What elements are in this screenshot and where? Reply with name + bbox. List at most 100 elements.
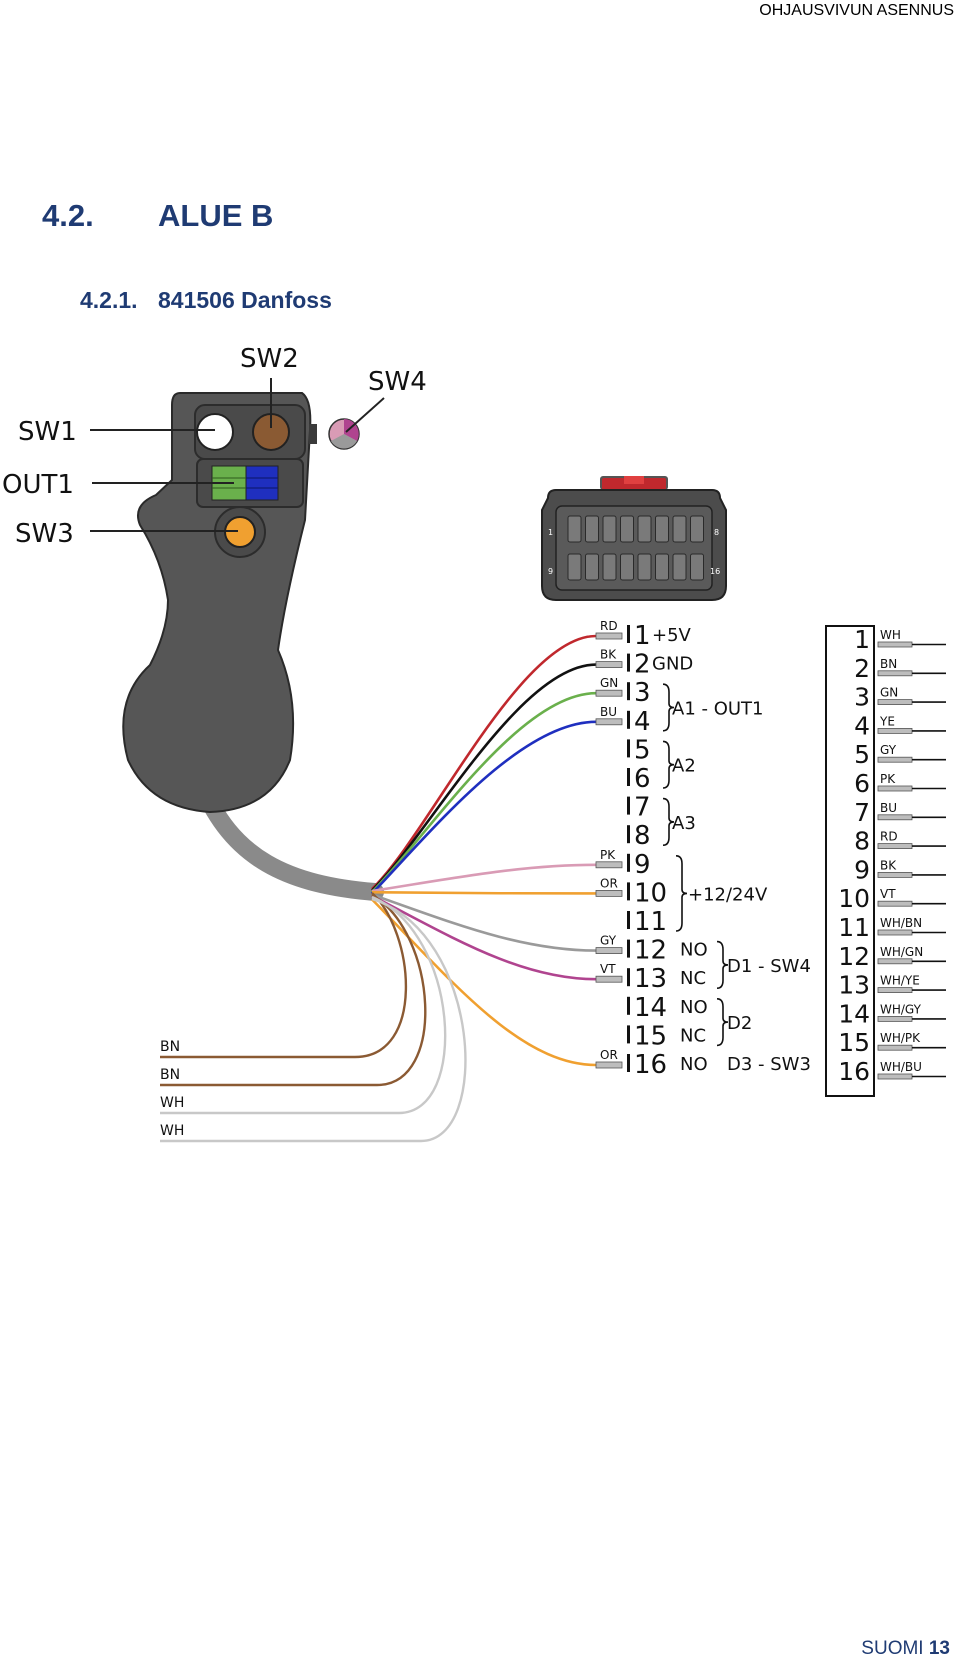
sw1-label: SW1	[18, 417, 77, 447]
pin-marker	[627, 796, 630, 815]
pin-number: 6	[634, 764, 651, 794]
loose-wire-label: WH	[160, 1095, 184, 1111]
terminal-number: 5	[854, 740, 870, 769]
terminal-number: 15	[838, 1028, 870, 1057]
connector-cavity	[655, 515, 669, 543]
group-label: D1 - SW4	[727, 956, 811, 977]
out1-roller	[211, 465, 279, 501]
loose-wire	[160, 895, 447, 1115]
sw3-label: SW3	[15, 519, 74, 549]
terminal-number: 12	[838, 942, 870, 971]
pin-number: 3	[634, 678, 651, 708]
connector-cavity	[620, 553, 634, 581]
terminal-number: 6	[854, 769, 870, 798]
wire-terminal	[595, 890, 623, 897]
pin-marker	[627, 682, 630, 701]
connector-pin-1-label: 1	[548, 528, 553, 537]
wire-or	[371, 898, 597, 1067]
running-header: OHJAUSVIVUN ASENNUS	[759, 2, 954, 19]
terminal-number: 8	[854, 827, 870, 856]
loose-wire-label: BN	[160, 1039, 180, 1055]
terminal-wire-code: RD	[880, 830, 898, 844]
sw4-label: SW4	[368, 367, 427, 397]
connector-cavity	[602, 515, 617, 543]
section-number: 4.2.	[42, 198, 94, 233]
connector-cavity	[620, 515, 634, 543]
group-bracket	[716, 940, 729, 989]
terminal-wire-code: BK	[880, 858, 897, 872]
pin-number: 5	[634, 735, 651, 765]
pin-marker	[627, 625, 630, 643]
group-bracket	[662, 797, 675, 846]
wire-code: GY	[600, 934, 617, 948]
connector-cavity	[637, 515, 652, 543]
pin-marker	[627, 882, 630, 901]
loose-wire	[160, 892, 408, 1059]
pin-marker	[627, 968, 630, 987]
group-label: +12/24V	[688, 884, 768, 905]
pin-number: 4	[634, 707, 651, 737]
connector-cavity	[637, 553, 652, 581]
terminal-wire-code: YE	[879, 714, 895, 728]
connector-cavities	[567, 515, 704, 581]
terminal-number: 16	[838, 1057, 870, 1086]
terminal-wire-code: WH	[880, 628, 901, 642]
terminal-wire-code: GY	[880, 743, 897, 757]
pin-function: +5V	[652, 625, 692, 646]
terminal-lead	[877, 785, 913, 792]
terminal-wire-code: GN	[880, 686, 898, 700]
terminal-wire-code: WH/PK	[880, 1031, 921, 1045]
wire-terminal	[595, 1061, 623, 1069]
wire-terminal	[595, 947, 623, 954]
pin-number: 12	[634, 936, 667, 966]
terminal-lead	[877, 900, 913, 907]
terminal-lead	[877, 872, 913, 878]
pin-marker	[627, 710, 630, 729]
pin-marker	[627, 739, 630, 758]
footer-language: SUOMI	[861, 1638, 924, 1659]
sw2-label: SW2	[240, 344, 299, 374]
pin-number: 14	[634, 993, 667, 1023]
wire-bu	[371, 720, 597, 895]
pin-number: 8	[634, 821, 651, 851]
pin-marker	[627, 825, 630, 844]
pin-number: 13	[634, 964, 667, 994]
terminal-lead	[877, 1073, 913, 1080]
connector-pin-16-label: 16	[710, 567, 720, 576]
terminal-number: 4	[854, 711, 870, 740]
wire-code: OR	[600, 876, 618, 890]
loose-wire	[160, 893, 427, 1087]
pin-number: 11	[634, 907, 667, 937]
pin-marker	[627, 939, 630, 958]
terminal-lead	[877, 814, 913, 821]
loose-wires: BN BN WH WH	[160, 892, 467, 1143]
terminal-lead	[877, 1016, 913, 1022]
wire-gy	[371, 893, 597, 952]
terminal-wire-code: WH/GN	[880, 945, 923, 959]
section-title: ALUE B	[158, 198, 274, 233]
pin-marker	[627, 768, 630, 786]
pin-number: 9	[634, 850, 651, 880]
loose-wire-label: WH	[160, 1123, 184, 1139]
terminal-number: 14	[838, 999, 870, 1028]
connector-cavity	[655, 553, 669, 581]
connector-cavity	[690, 553, 704, 581]
connector-cavity	[672, 515, 687, 543]
pin-function: NO	[680, 940, 708, 961]
group-bracket	[675, 855, 688, 932]
terminal-wire-code: WH/BU	[880, 1060, 922, 1074]
pin-marker	[627, 653, 630, 672]
pin-marker	[627, 996, 630, 1015]
connector-cavity	[672, 553, 687, 581]
loose-wire-label: BN	[160, 1067, 180, 1083]
wire-bk	[371, 663, 597, 892]
pin-marker	[627, 1054, 630, 1072]
terminal-wire-code: WH/GY	[880, 1002, 922, 1016]
connector-cavity	[585, 515, 599, 543]
terminal-number: 13	[838, 971, 870, 1000]
terminal-lead	[877, 699, 913, 705]
group-label: D2	[727, 1013, 752, 1034]
wire-terminal	[595, 632, 623, 640]
